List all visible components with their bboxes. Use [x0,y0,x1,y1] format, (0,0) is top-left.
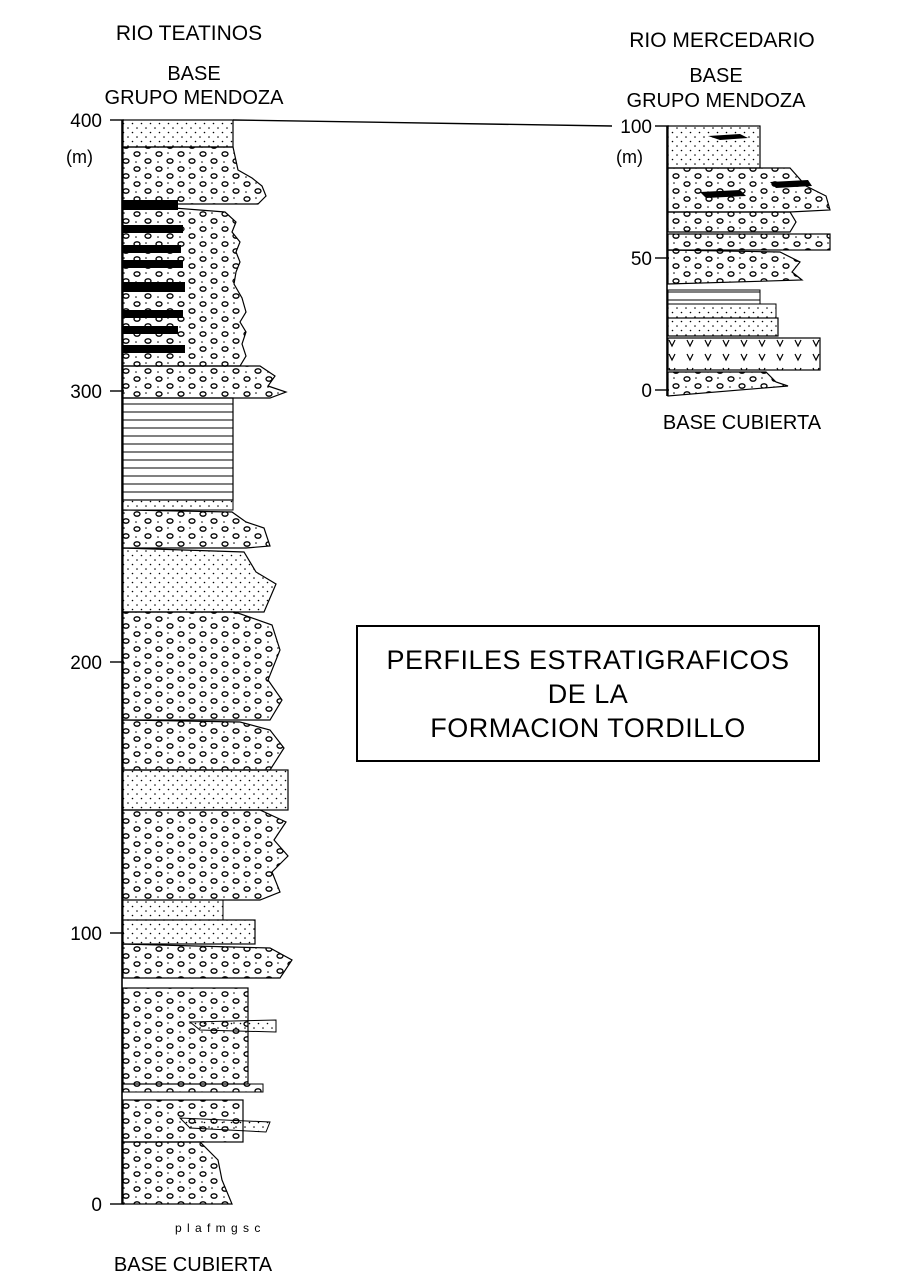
mercedario-top-label-1: BASE [689,65,742,87]
figure-title-box: PERFILES ESTRATIGRAFICOS DE LA FORMACION… [356,625,820,762]
teatinos-grain-scale: p l a f m g s c [175,1221,261,1235]
teatinos-tick-label-0: 0 [91,1195,102,1216]
mercedario-title: RIO MERCEDARIO [629,29,815,52]
teatinos-tick-label-200: 200 [70,653,102,674]
mercedario-bottom-label: BASE CUBIERTA [663,412,822,434]
mercedario-tick-label-100: 100 [620,117,652,138]
figure-title-line-1: PERFILES ESTRATIGRAFICOS [386,644,790,675]
mercedario-unit-label: (m) [616,147,643,167]
mercedario-top-label-2: GRUPO MENDOZA [627,90,807,112]
mercedario-lithology-column [667,125,831,397]
teatinos-ticks: 0 100 200 300 400 [70,111,124,1216]
teatinos-tick-label-400: 400 [70,111,102,132]
teatinos-top-label-1: BASE [167,63,220,85]
teatinos-tick-label-100: 100 [70,924,102,945]
teatinos-bottom-label: BASE CUBIERTA [114,1254,273,1276]
mercedario-tick-label-0: 0 [641,381,652,402]
teatinos-top-label-2: GRUPO MENDOZA [105,87,285,109]
mercedario-ticks: 0 50 100 [620,117,669,402]
figure-title-line-3: FORMACION TORDILLO [430,712,746,743]
mercedario-tick-label-50: 50 [631,249,652,270]
teatinos-unit-label: (m) [66,147,93,167]
figure-title-line-2: DE LA [547,678,629,709]
teatinos-tick-label-300: 300 [70,382,102,403]
teatinos-lithology-column [122,119,293,1205]
correlation-line [232,119,613,127]
teatinos-title: RIO TEATINOS [116,22,262,45]
